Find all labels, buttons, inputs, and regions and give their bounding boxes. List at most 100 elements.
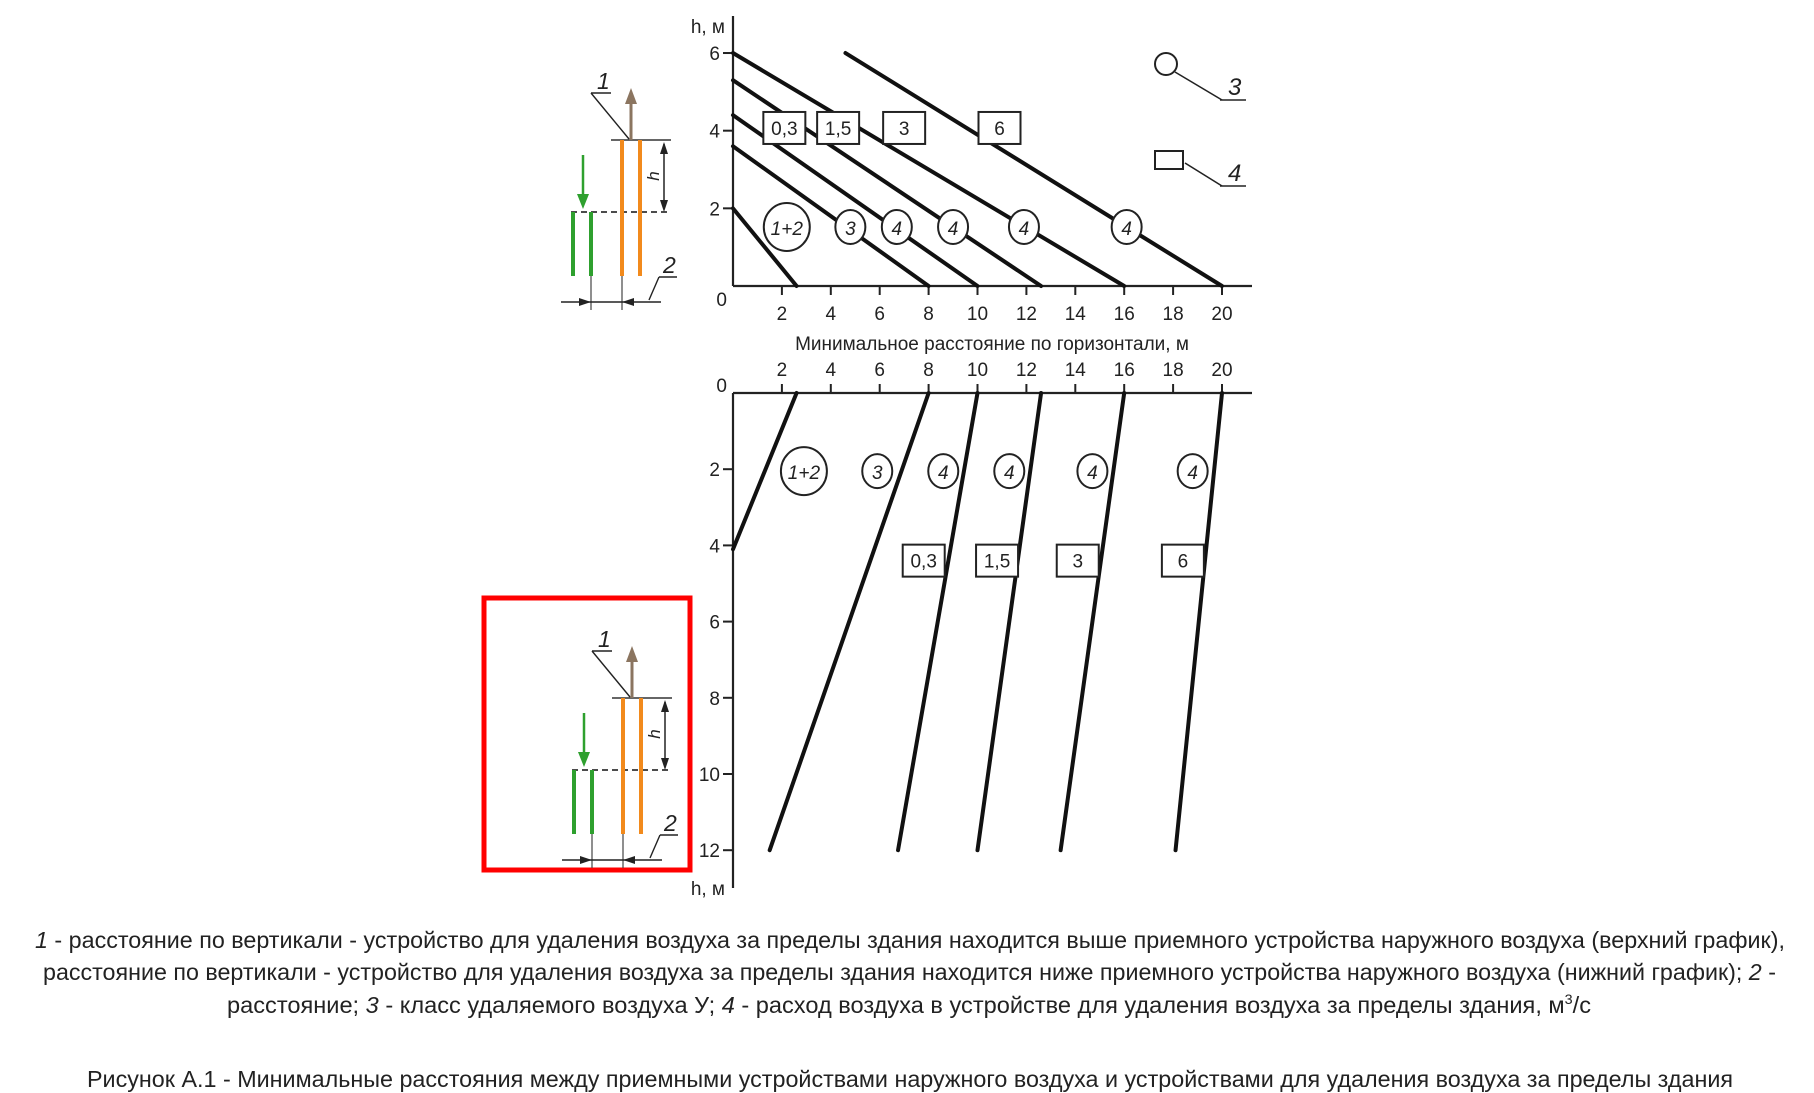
h-dimension-arrow-icon: [661, 758, 669, 770]
caption-line: 1 - расстояние по вертикали - устройство…: [35, 927, 1785, 953]
y-tick-label: 6: [709, 44, 720, 65]
caption-key-number: 1: [35, 927, 48, 953]
class-circle-label: 4: [1187, 463, 1198, 484]
class-circle-marker: [1176, 453, 1209, 490]
caption-text: - расход воздуха в устройстве для удален…: [735, 992, 1565, 1018]
caption-text: -: [1762, 959, 1776, 985]
y-axis-label: h, м: [691, 879, 725, 900]
series-line: [731, 51, 1127, 288]
class-circle-label: 3: [872, 463, 883, 484]
distance-arrow-icon: [623, 856, 635, 864]
caption-text: расстояние по вертикали - устройство для…: [43, 959, 1749, 985]
flow-box-marker: [977, 110, 1022, 145]
x-tick-label: 6: [874, 304, 885, 325]
h-label: h: [645, 729, 664, 738]
caption-line: расстояние; 3 - класс удаляемого воздуха…: [227, 991, 1591, 1018]
legend-leader-3: [1174, 71, 1223, 101]
class-circle-marker: [834, 208, 867, 245]
class-circle-marker: [1076, 453, 1109, 490]
flow-box-marker: [975, 543, 1020, 578]
flow-box-marker: [1055, 543, 1100, 578]
class-circle-marker: [779, 446, 828, 497]
y-tick-label: 6: [709, 613, 720, 634]
leader-2: [648, 276, 660, 301]
caption-text: расстояние;: [227, 992, 366, 1018]
x-tick-label: 12: [1016, 360, 1037, 381]
legend-box-symbol: [1154, 150, 1184, 170]
x-tick-label: 16: [1114, 304, 1135, 325]
class-circle-label: 1+2: [771, 219, 804, 240]
y-tick-label: 2: [709, 199, 720, 220]
class-circle-label: 4: [948, 219, 959, 240]
schematic-lower: h12: [562, 626, 678, 868]
class-circle-label: 4: [938, 463, 949, 484]
series-line: [731, 206, 799, 288]
x-tick-label: 2: [777, 360, 788, 381]
flow-box-label: 1,5: [825, 119, 851, 140]
origin-label: 0: [716, 290, 727, 311]
caption-line: расстояние по вертикали - устройство для…: [43, 959, 1776, 985]
flow-box-label: 1,5: [984, 552, 1010, 573]
x-tick-label: 14: [1065, 360, 1087, 381]
leader-1: [591, 650, 631, 698]
class-circle-marker: [1110, 208, 1143, 245]
class-circle-label: 3: [845, 219, 856, 240]
series-line: [731, 391, 799, 552]
intake-arrow-head-icon: [577, 194, 589, 209]
caption-text: - расстояние по вертикали - устройство д…: [48, 927, 1785, 953]
distance-arrow-icon: [622, 298, 634, 306]
x-tick-label: 4: [826, 360, 837, 381]
flow-box-label: 6: [994, 119, 1005, 140]
x-tick-label: 20: [1211, 360, 1232, 381]
legend: 3 4: [1154, 52, 1246, 187]
class-circle-marker: [762, 201, 811, 252]
caption-text: - класс удаляемого воздуха У;: [379, 992, 722, 1018]
h-dimension-arrow-icon: [661, 700, 669, 712]
series-line: [896, 391, 980, 853]
x-tick-label: 18: [1163, 360, 1184, 381]
leader-2: [649, 834, 661, 859]
caption-key-number: 2: [1748, 959, 1762, 985]
figure-title: Рисунок А.1 - Минимальные расстояния меж…: [87, 1066, 1733, 1092]
x-tick-label: 14: [1065, 304, 1087, 325]
caption-key-number: 4: [722, 992, 735, 1018]
x-tick-label: 10: [967, 304, 988, 325]
class-circle-label: 4: [1087, 463, 1098, 484]
y-tick-label: 4: [709, 122, 720, 143]
h-dimension-arrow-icon: [660, 142, 668, 154]
x-tick-label: 20: [1211, 304, 1232, 325]
x-tick-label: 10: [967, 360, 988, 381]
callout-1: 1: [597, 68, 610, 94]
y-tick-label: 12: [699, 841, 720, 862]
y-axis-label: h, м: [691, 17, 725, 38]
series-line: [843, 51, 1224, 288]
class-circle-label: 1+2: [788, 463, 821, 484]
exhaust-arrow-head-icon: [626, 646, 638, 662]
callout-2: 2: [662, 252, 676, 278]
class-circle-marker: [993, 453, 1026, 490]
caption-superscript: 3: [1565, 991, 1573, 1007]
class-circle-marker: [1007, 208, 1040, 245]
origin-label: 0: [716, 376, 727, 397]
h-dimension-arrow-icon: [660, 200, 668, 212]
flow-box-label: 3: [1072, 552, 1083, 573]
flow-box-marker: [762, 110, 807, 145]
flow-box-marker: [882, 110, 927, 145]
flow-box-label: 3: [899, 119, 910, 140]
h-label: h: [644, 171, 663, 180]
y-tick-label: 4: [709, 536, 720, 557]
x-tick-label: 8: [923, 360, 934, 381]
flow-box-label: 0,3: [910, 552, 936, 573]
x-axis-label: Минимальное расстояние по горизонтали, м: [795, 334, 1189, 355]
flow-box-marker: [816, 110, 861, 145]
class-circle-label: 4: [1019, 219, 1030, 240]
series-line: [1058, 391, 1127, 853]
class-circle-label: 4: [1004, 463, 1015, 484]
distance-arrow-icon: [579, 298, 591, 306]
series-line: [1173, 391, 1224, 853]
class-circle-marker: [880, 208, 913, 245]
distance-arrow-icon: [580, 856, 592, 864]
